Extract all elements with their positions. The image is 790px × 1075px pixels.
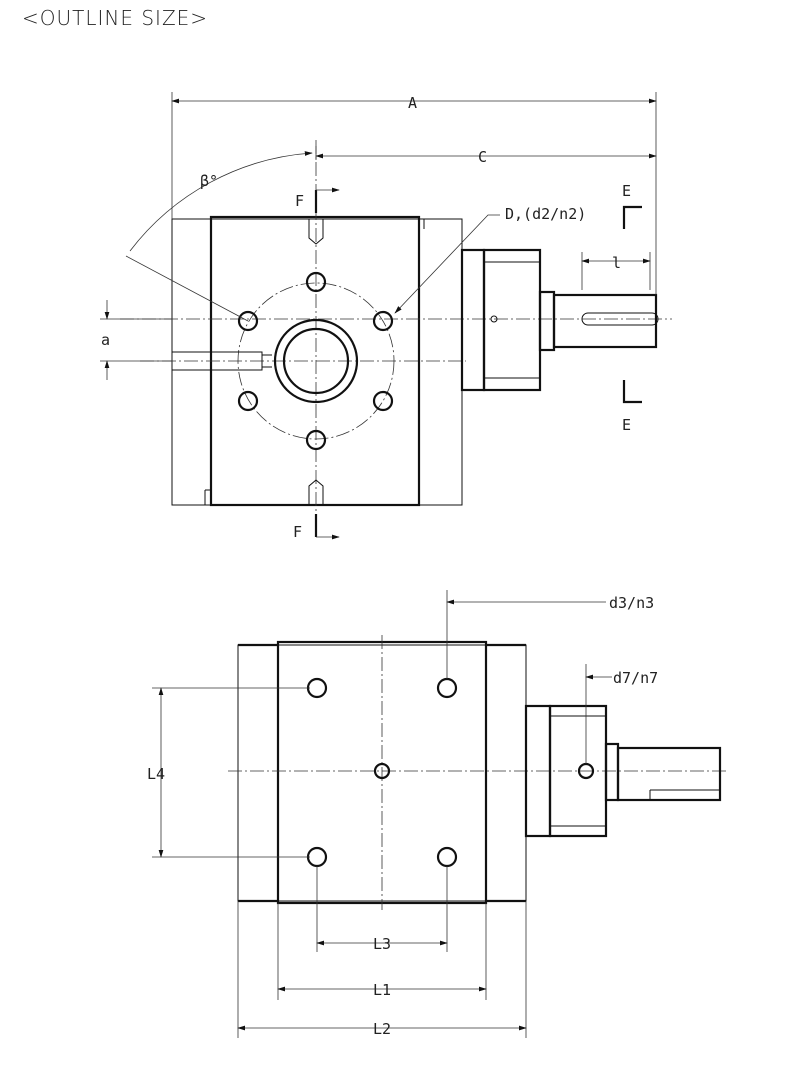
- front-view: A C β° F F D,(d2/n2) E E l a: [100, 92, 672, 541]
- section-label-F-top: F: [295, 192, 304, 210]
- section-label-E-bottom: E: [622, 416, 631, 434]
- dim-label-l: l: [612, 254, 621, 272]
- section-label-F-bottom: F: [293, 523, 302, 541]
- top-view: d3/n3 d7/n7 L4 L3 L1 L2: [147, 590, 728, 1038]
- dim-label-A: A: [408, 94, 417, 112]
- dim-label-C: C: [478, 148, 487, 166]
- shaft-keyway: [581, 312, 659, 326]
- bolt-holes: [237, 271, 394, 451]
- angle-label-beta: β°: [200, 172, 218, 190]
- label-d7-n7: d7/n7: [613, 669, 658, 687]
- bearing-housing-2: [482, 248, 542, 392]
- dim-label-L3: L3: [373, 935, 391, 953]
- dim-label-L4: L4: [147, 765, 165, 783]
- drive-shaft-top-view: [616, 746, 722, 802]
- dim-label-L2: L2: [373, 1020, 391, 1038]
- bearing-housing-1: [460, 248, 486, 392]
- central-bore-inner: [282, 327, 350, 395]
- label-D-d2-n2: D,(d2/n2): [505, 205, 586, 223]
- central-bore-outer: [273, 318, 359, 404]
- dim-label-a: a: [101, 331, 110, 349]
- page-title: <OUTLINE SIZE>: [22, 6, 209, 30]
- dim-label-L1: L1: [373, 981, 391, 999]
- label-d3-n3: d3/n3: [609, 594, 654, 612]
- drive-shaft: [552, 293, 658, 349]
- section-label-E-top: E: [622, 182, 631, 200]
